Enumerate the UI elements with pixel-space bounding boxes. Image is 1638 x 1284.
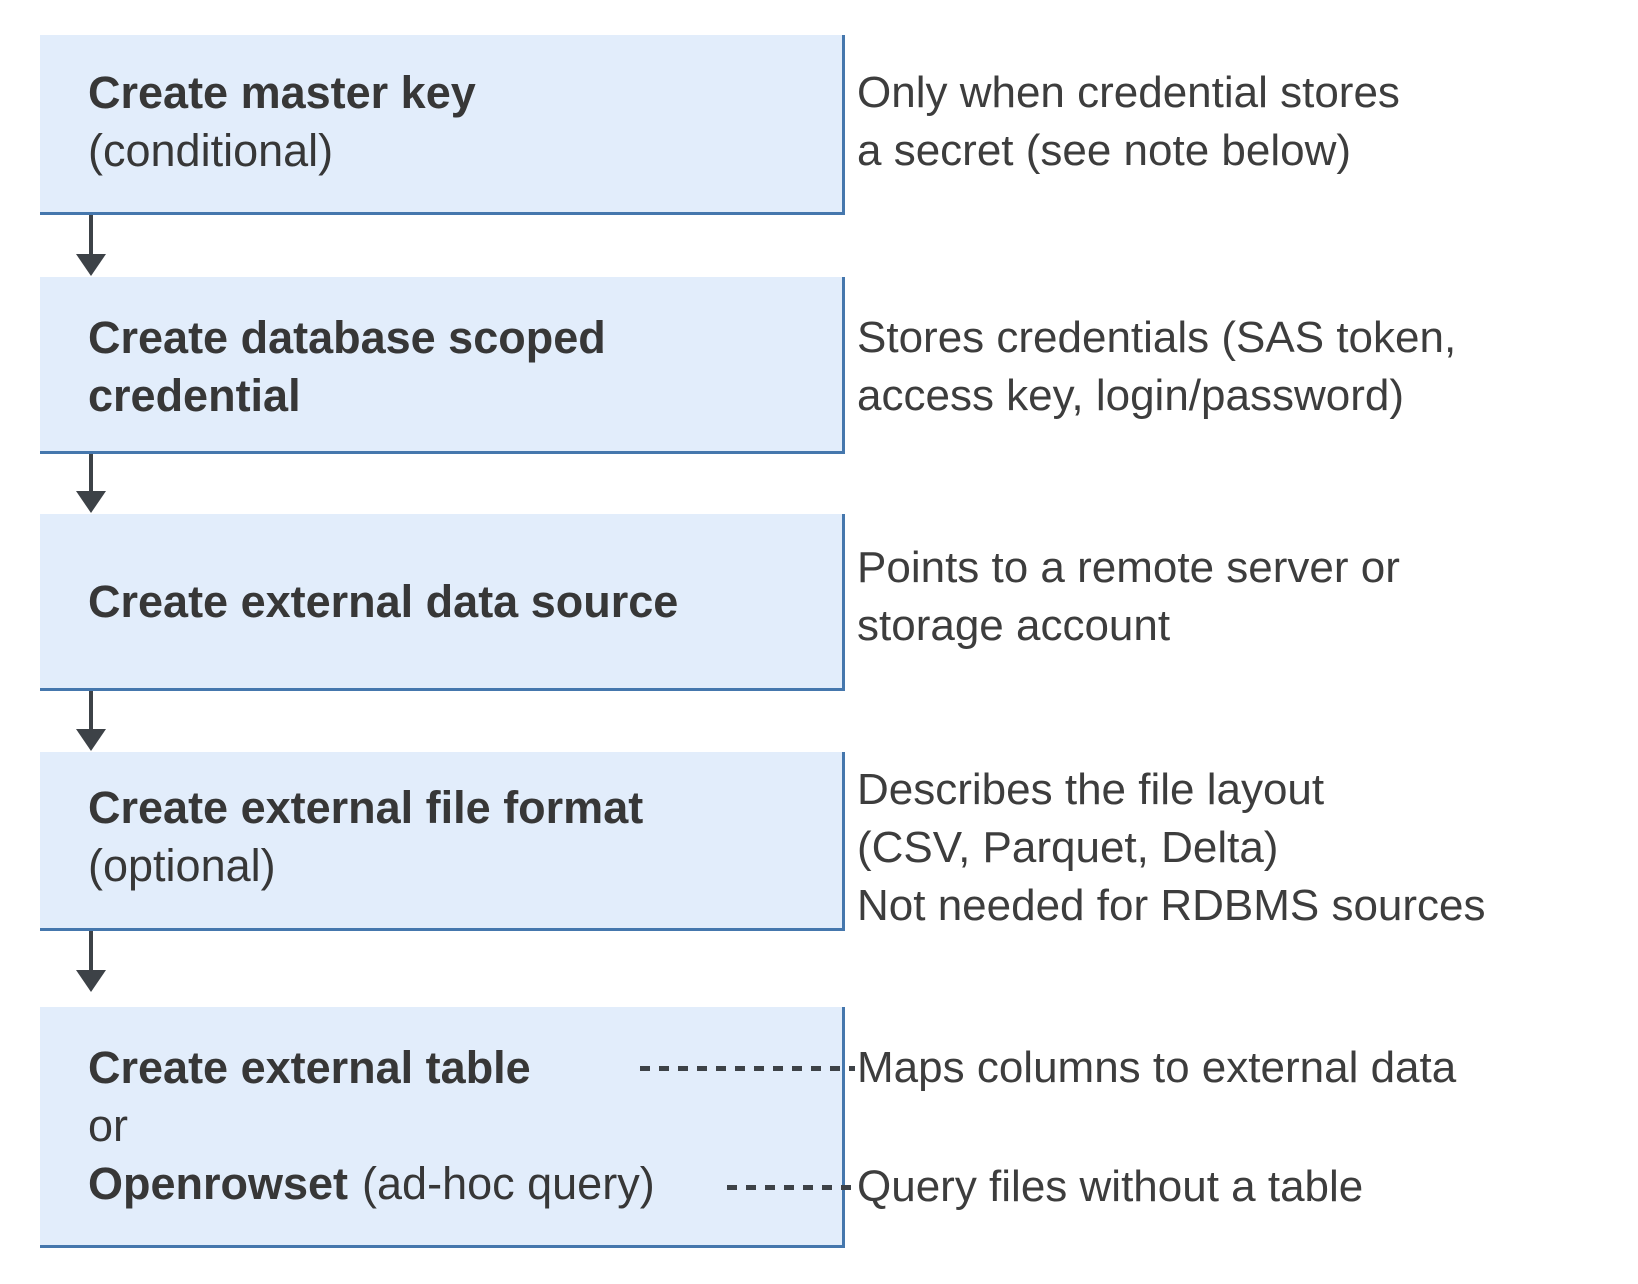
down-arrow: [76, 454, 106, 513]
annotation-external-table: Maps columns to external data: [857, 1039, 1456, 1097]
box-subtitle: (conditional): [88, 125, 334, 176]
flow-box-create-master-key: Create master key (conditional): [40, 35, 845, 215]
annotation-line: access key, login/password): [857, 371, 1404, 420]
dashed-connector-openrowset: [727, 1185, 854, 1190]
flow-box-create-external-table-or-openrowset: Create external table or Openrowset (ad-h…: [40, 1007, 845, 1248]
box-title: Create external file format: [88, 782, 644, 833]
arrow-shaft: [89, 691, 93, 731]
arrow-shaft: [89, 931, 93, 972]
annotation-line: Points to a remote server or: [857, 543, 1400, 592]
arrow-head-icon: [76, 491, 106, 513]
annotation-line: Only when credential stores: [857, 68, 1400, 117]
box-title-line2: credential: [88, 370, 301, 421]
box-subtitle: (optional): [88, 840, 276, 891]
box-option2-bold: Openrowset: [88, 1158, 349, 1209]
flow-box-create-database-scoped-credential: Create database scoped credential: [40, 277, 845, 454]
arrow-shaft: [89, 454, 93, 493]
box-conjunction: or: [88, 1100, 129, 1151]
annotation-line: Not needed for RDBMS sources: [857, 881, 1486, 930]
annotation-openrowset: Query files without a table: [857, 1158, 1363, 1216]
annotation-line: Maps columns to external data: [857, 1043, 1457, 1092]
arrow-head-icon: [76, 254, 106, 276]
down-arrow: [76, 215, 106, 276]
annotation-line: (CSV, Parquet, Delta): [857, 823, 1279, 872]
dashed-connector-external-table: [640, 1066, 855, 1071]
annotation-line: Describes the file layout: [857, 765, 1325, 814]
box-title: Create external data source: [88, 576, 679, 627]
box-option2-suffix: (ad-hoc query): [362, 1158, 655, 1209]
annotation-file-format: Describes the file layout (CSV, Parquet,…: [857, 761, 1486, 935]
annotation-master-key: Only when credential stores a secret (se…: [857, 64, 1400, 180]
annotation-line: storage account: [857, 601, 1171, 650]
down-arrow: [76, 931, 106, 992]
flow-box-create-external-file-format: Create external file format (optional): [40, 752, 845, 931]
arrow-head-icon: [76, 729, 106, 751]
annotation-line: Stores credentials (SAS token,: [857, 313, 1457, 362]
annotation-scoped-credential: Stores credentials (SAS token, access ke…: [857, 309, 1456, 425]
flow-box-create-external-data-source: Create external data source: [40, 514, 845, 691]
box-title: Create master key: [88, 67, 476, 118]
down-arrow: [76, 691, 106, 751]
box-option1: Create external table: [88, 1042, 531, 1093]
annotation-line: a secret (see note below): [857, 126, 1352, 175]
box-option2: Openrowset (ad-hoc query): [88, 1155, 842, 1213]
annotation-line: Query files without a table: [857, 1162, 1364, 1211]
box-title-line1: Create database scoped: [88, 312, 606, 363]
arrow-shaft: [89, 215, 93, 256]
annotation-data-source: Points to a remote server or storage acc…: [857, 539, 1400, 655]
arrow-head-icon: [76, 970, 106, 992]
